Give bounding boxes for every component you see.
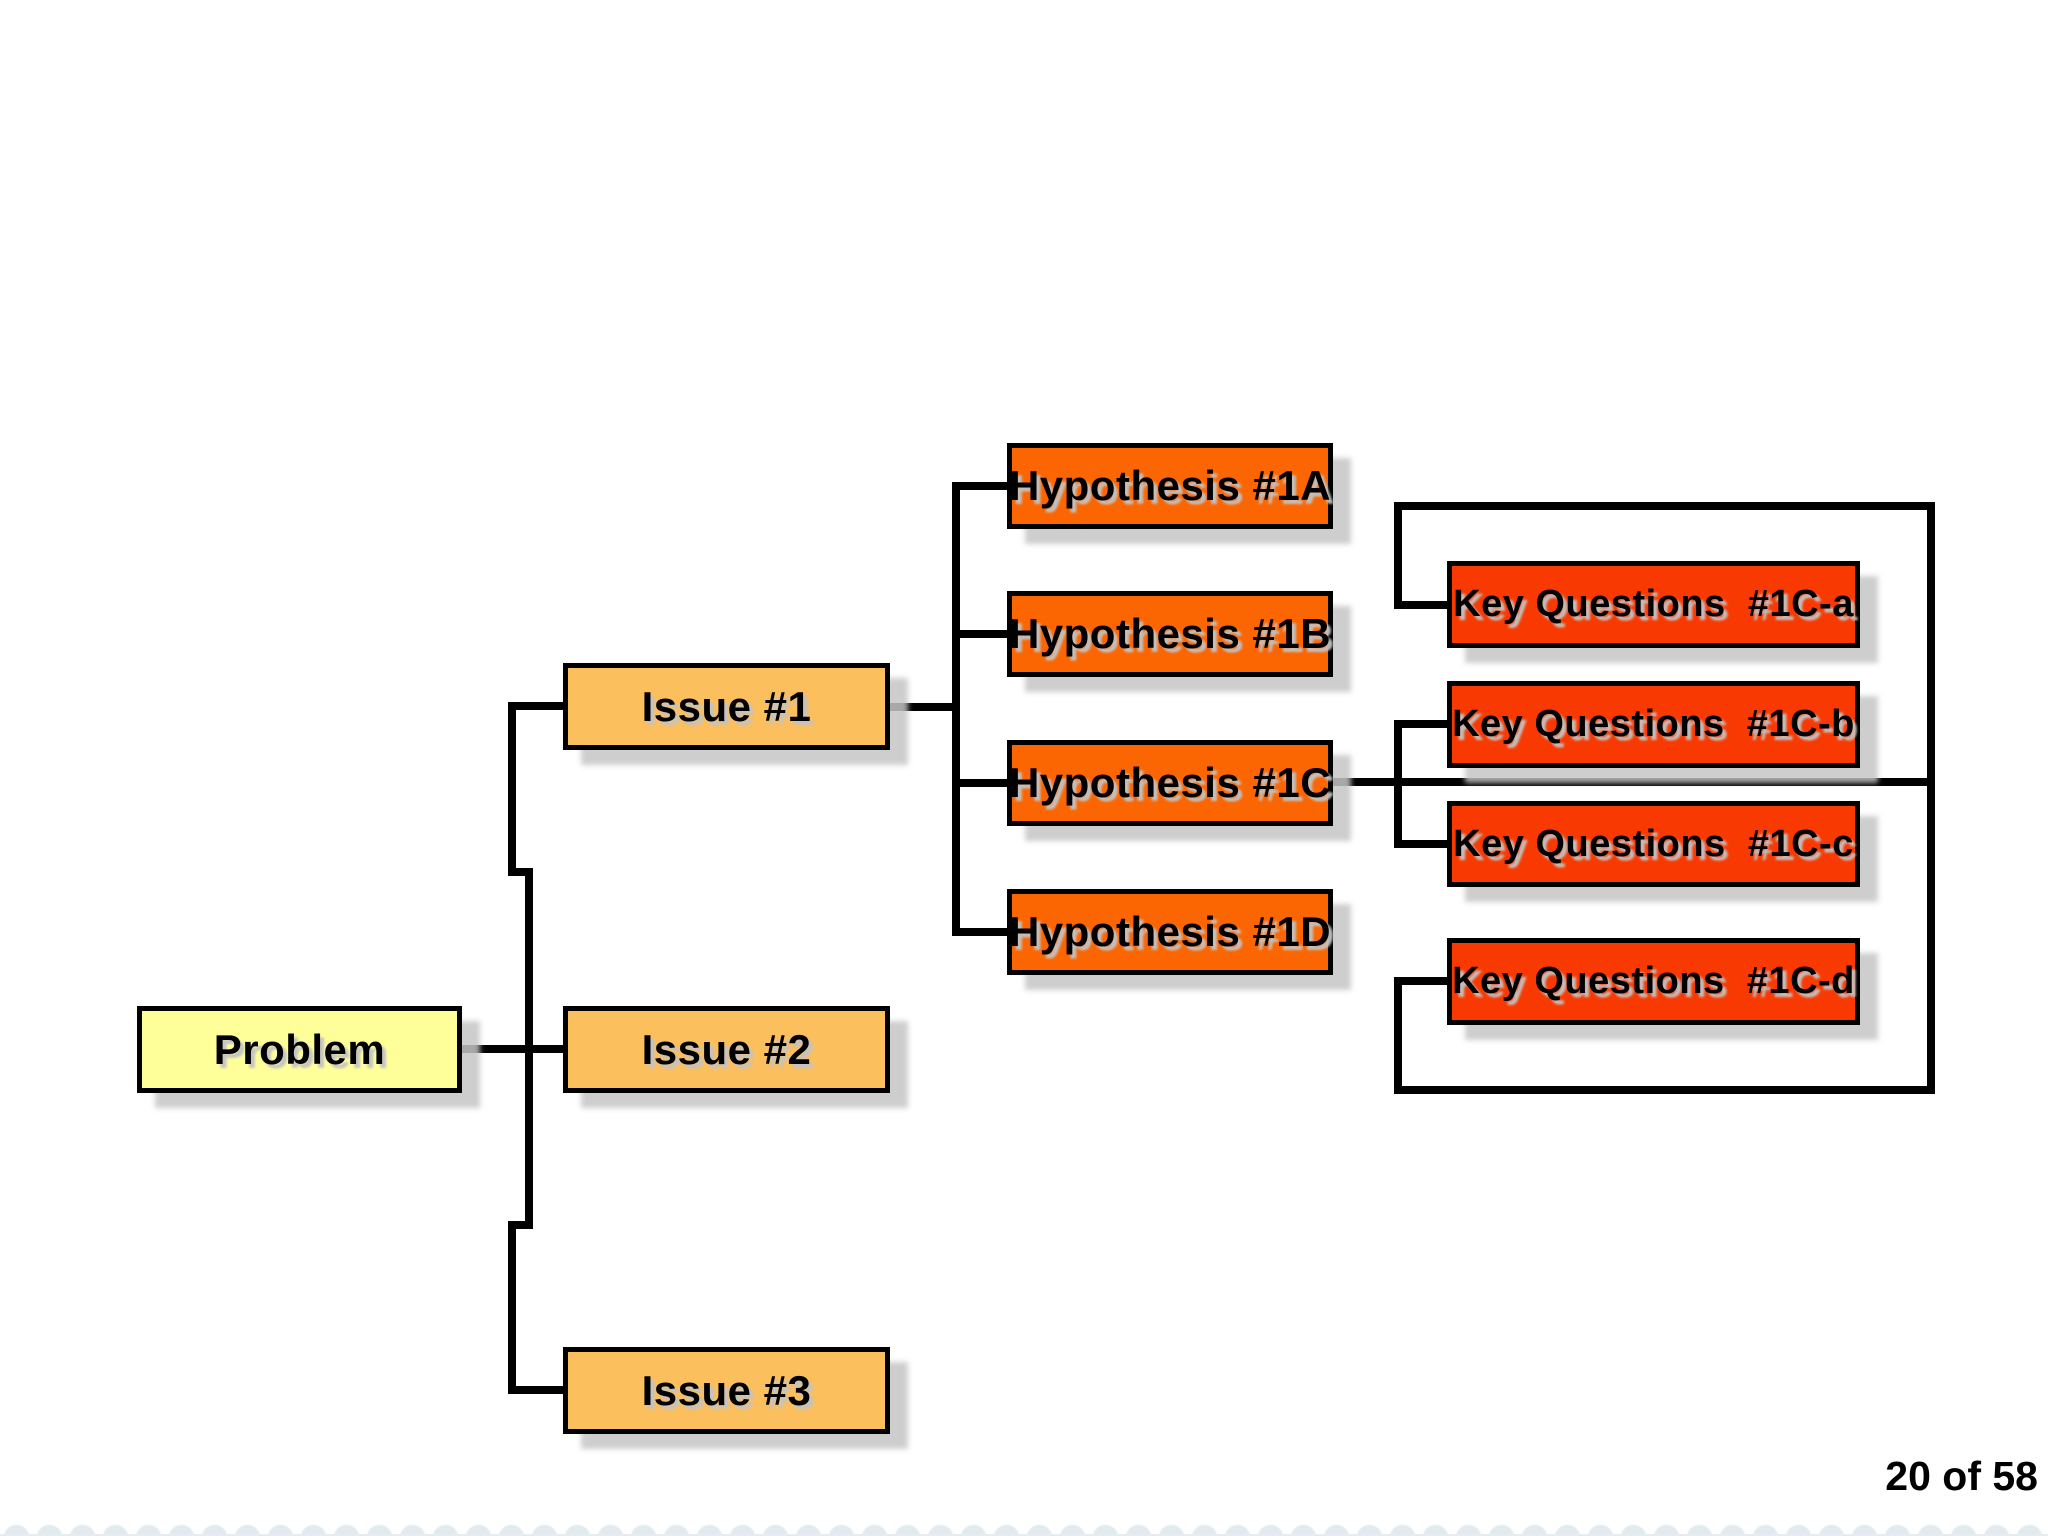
hypothesis-node-1a: Hypothesis #1A xyxy=(1007,443,1333,529)
connector-issue1-feeder xyxy=(890,703,960,711)
connector-trunk-middle xyxy=(525,868,533,1229)
bottom-edge-pattern xyxy=(0,1522,2048,1536)
connector-trunk-jog-lower xyxy=(508,1221,533,1229)
connector-trunk-jog-upper xyxy=(508,868,533,876)
connector-hypothesis-trunk xyxy=(952,482,960,936)
connector-branch-hyp-a xyxy=(952,482,1007,490)
hypothesis-node-1d: Hypothesis #1D xyxy=(1007,889,1333,975)
problem-label: Problem xyxy=(213,1025,386,1073)
issue-node-2: Issue #2 xyxy=(563,1006,890,1093)
issue-2-label: Issue #2 xyxy=(641,1025,812,1073)
connector-stub-kq-b xyxy=(1394,720,1447,728)
connector-branch-hyp-c xyxy=(952,779,1007,787)
hypothesis-node-1b: Hypothesis #1B xyxy=(1007,591,1333,677)
connector-stub-kq-c xyxy=(1394,840,1447,848)
connector-branch-hyp-d xyxy=(952,928,1007,936)
issue-node-1: Issue #1 xyxy=(563,663,890,750)
issue-node-3: Issue #3 xyxy=(563,1347,890,1434)
connector-trunk-upper xyxy=(508,702,516,876)
key-questions-1c-d-label: Key Questions #1C-d xyxy=(1452,960,1855,1002)
connector-bracket-right xyxy=(1927,502,1935,1094)
page-number: 20 of 58 xyxy=(1885,1453,2038,1499)
connector-stub-kq-a xyxy=(1394,601,1447,609)
connector-bracket-left-seg2 xyxy=(1394,720,1402,848)
connector-bracket-bottom xyxy=(1394,1086,1935,1094)
hypothesis-1d-label: Hypothesis #1D xyxy=(1008,908,1332,955)
connector-branch-issue3 xyxy=(508,1386,563,1394)
hypothesis-1c-label: Hypothesis #1C xyxy=(1008,759,1332,806)
connector-stub-kq-d xyxy=(1394,977,1447,985)
connector-hyp1c-middle xyxy=(1333,778,1935,786)
hypothesis-1b-label: Hypothesis #1B xyxy=(1008,610,1332,657)
connector-bracket-left-seg1 xyxy=(1394,502,1402,609)
problem-node: Problem xyxy=(137,1006,462,1093)
key-questions-1c-b-label: Key Questions #1C-b xyxy=(1452,703,1855,745)
key-questions-node-1c-b: Key Questions #1C-b xyxy=(1447,681,1860,768)
connector-branch-issue1 xyxy=(508,702,563,710)
key-questions-node-1c-a: Key Questions #1C-a xyxy=(1447,561,1860,648)
key-questions-node-1c-d: Key Questions #1C-d xyxy=(1447,938,1860,1025)
connector-problem-to-trunk xyxy=(462,1045,563,1053)
key-questions-1c-a-label: Key Questions #1C-a xyxy=(1453,583,1854,625)
connector-bracket-left-seg3 xyxy=(1394,977,1402,1094)
hypothesis-1a-label: Hypothesis #1A xyxy=(1008,462,1332,509)
issue-3-label: Issue #3 xyxy=(641,1366,812,1414)
connector-trunk-lower xyxy=(508,1221,516,1394)
connector-branch-hyp-b xyxy=(952,630,1007,638)
connector-bracket-top xyxy=(1394,502,1935,510)
key-questions-1c-c-label: Key Questions #1C-c xyxy=(1453,822,1854,865)
key-questions-node-1c-c: Key Questions #1C-c xyxy=(1447,801,1860,887)
hypothesis-node-1c: Hypothesis #1C xyxy=(1007,740,1333,826)
issue-1-label: Issue #1 xyxy=(641,682,812,730)
